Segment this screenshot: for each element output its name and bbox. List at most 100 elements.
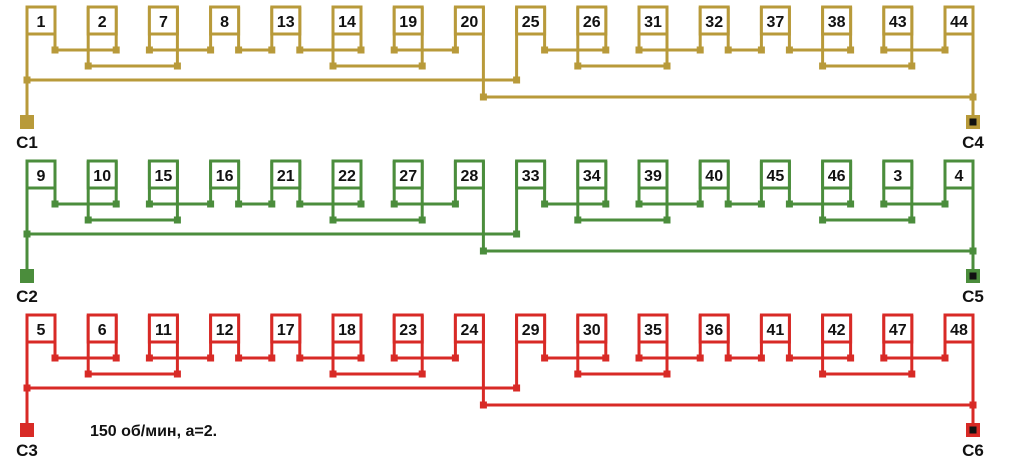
coil-number-label: 46: [828, 168, 846, 185]
coil-number-label: 11: [155, 322, 172, 339]
coil-number-label: 2: [98, 14, 107, 31]
coil-box: [86, 5, 118, 36]
coil-number-label: 14: [338, 14, 356, 31]
terminal-left: [20, 423, 34, 437]
terminal-left: [20, 269, 34, 283]
coil-box: [759, 313, 791, 344]
coil-number-label: 28: [461, 168, 479, 185]
coil-number-label: 18: [338, 322, 356, 339]
coil-box: [25, 313, 57, 344]
coil-number-label: 1: [37, 14, 46, 31]
coil-box: [576, 159, 608, 190]
coil-box: [392, 5, 424, 36]
coil-box: [453, 313, 485, 344]
coil-number-label: 9: [37, 168, 46, 185]
coil-number-label: 29: [522, 322, 540, 339]
coil-box: [147, 5, 179, 36]
coil-box: [576, 5, 608, 36]
coil-box: [453, 159, 485, 190]
coil-number-label: 26: [583, 14, 601, 31]
coil-box: [147, 313, 179, 344]
coil-number-label: 19: [399, 14, 417, 31]
coil-number-label: 39: [644, 168, 662, 185]
coil-box: [821, 5, 853, 36]
coil-number-label: 36: [705, 322, 723, 339]
coil-box: [25, 5, 57, 36]
coil-number-label: 4: [955, 168, 964, 185]
coil-box: [943, 5, 975, 36]
coil-box: [943, 159, 975, 190]
coil-number-label: 22: [338, 168, 356, 185]
coil-number-label: 48: [950, 322, 968, 339]
coil-number-label: 3: [893, 168, 902, 185]
coil-box: [453, 5, 485, 36]
coil-number-label: 45: [767, 168, 785, 185]
coil-number-label: 23: [399, 322, 417, 339]
coil-box: [392, 159, 424, 190]
coil-number-label: 5: [37, 322, 46, 339]
coil-box: [637, 159, 669, 190]
coil-number-label: 16: [216, 168, 234, 185]
terminal-right-label: C6: [962, 441, 984, 460]
coil-number-label: 15: [155, 168, 173, 185]
terminal-right-marker: [969, 118, 977, 126]
terminal-left: [20, 115, 34, 129]
coil-number-label: 8: [220, 14, 229, 31]
coil-box: [25, 159, 57, 190]
coil-number-label: 44: [950, 14, 968, 31]
coil-number-label: 35: [644, 322, 662, 339]
coil-box: [86, 313, 118, 344]
coil-box: [943, 313, 975, 344]
terminal-left-label: C3: [16, 441, 38, 460]
coil-number-label: 24: [461, 322, 479, 339]
coil-number-label: 30: [583, 322, 601, 339]
coil-number-label: 42: [828, 322, 846, 339]
coil-number-label: 10: [93, 168, 111, 185]
coil-box: [515, 313, 547, 344]
caption-speed: 150 об/мин, а=2.: [90, 423, 218, 440]
coil-number-label: 34: [583, 168, 601, 185]
coil-box: [331, 313, 363, 344]
terminal-right-marker: [969, 426, 977, 434]
coil-box: [270, 5, 302, 36]
coil-number-label: 13: [277, 14, 295, 31]
coil-number-label: 37: [767, 14, 785, 31]
coil-number-label: 41: [767, 322, 785, 339]
coil-box: [515, 5, 547, 36]
coil-box: [515, 159, 547, 190]
coil-number-label: 12: [216, 322, 234, 339]
coil-box: [759, 5, 791, 36]
terminal-left-label: C2: [16, 287, 38, 306]
coil-box: [392, 313, 424, 344]
coil-box: [759, 159, 791, 190]
coil-box: [270, 159, 302, 190]
coil-number-label: 27: [399, 168, 417, 185]
coil-number-label: 47: [889, 322, 907, 339]
coil-box: [821, 159, 853, 190]
coil-number-label: 17: [277, 322, 295, 339]
coil-number-label: 31: [644, 14, 662, 31]
terminal-right-label: C4: [962, 133, 984, 152]
coil-box: [209, 159, 241, 190]
coil-box: [882, 5, 914, 36]
coil-box: [209, 313, 241, 344]
terminal-right-marker: [969, 272, 977, 280]
coil-number-label: 25: [522, 14, 540, 31]
coil-box: [147, 159, 179, 190]
coil-box: [821, 313, 853, 344]
coil-number-label: 40: [705, 168, 723, 185]
coil-number-label: 43: [889, 14, 907, 31]
coil-number-label: 7: [159, 14, 168, 31]
coil-box: [270, 313, 302, 344]
coil-box: [209, 5, 241, 36]
coil-box: [576, 313, 608, 344]
coil-number-label: 21: [277, 168, 295, 185]
coil-box: [637, 313, 669, 344]
coil-box: [637, 5, 669, 36]
coil-box: [698, 313, 730, 344]
coil-number-label: 32: [705, 14, 723, 31]
coil-number-label: 6: [98, 322, 107, 339]
coil-box: [882, 159, 914, 190]
coil-box: [882, 313, 914, 344]
